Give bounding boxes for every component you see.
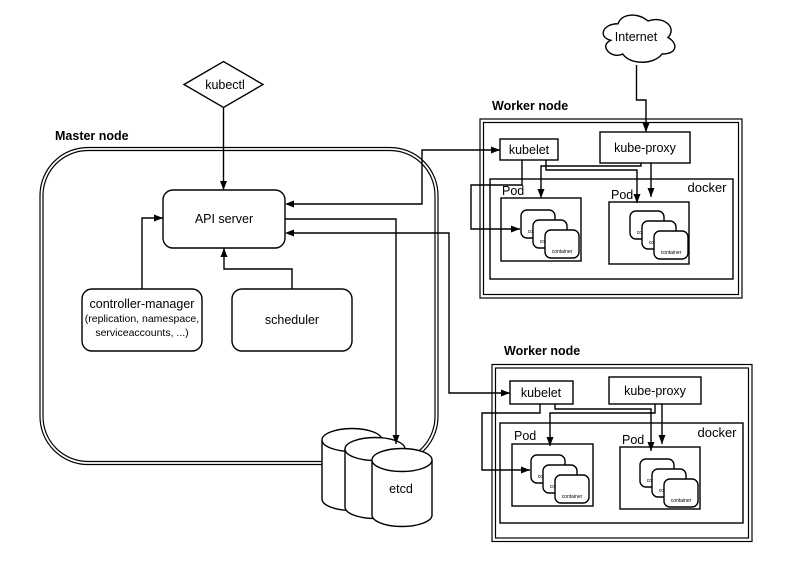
- internet-cloud: [602, 14, 676, 63]
- container-label: container: [552, 249, 573, 255]
- controller-manager-box: [81, 288, 203, 352]
- master-node-title: Master node: [55, 129, 129, 143]
- worker2-pod1-label: Pod: [514, 429, 536, 443]
- worker2-kube-proxy-box: [608, 376, 702, 405]
- edge-apiserver-to-worker2-kubelet: [294, 232, 510, 397]
- worker1-title: Worker node: [492, 99, 568, 113]
- worker2-pod2-label: Pod: [622, 433, 644, 447]
- container-label: container: [661, 250, 682, 256]
- edge-internet-to-kube-proxy: [635, 65, 650, 132]
- worker2-docker-label: docker: [697, 425, 737, 440]
- worker1-pod2-label: Pod: [611, 188, 633, 202]
- edge-worker2-kube-proxy-to-pod1: [546, 404, 656, 446]
- worker2-kubelet-label: kubelet: [521, 386, 562, 400]
- container-box: [653, 230, 689, 260]
- scheduler-label: scheduler: [265, 313, 319, 327]
- worker2-pod1-containers: container container container: [530, 454, 590, 504]
- worker2-node-box: [491, 363, 753, 543]
- edge-worker1-kube-proxy-to-pod1: [537, 163, 642, 198]
- etcd-database: [321, 427, 433, 528]
- kubectl-label: kubectl: [205, 78, 245, 92]
- worker2-kube-proxy-label: kube-proxy: [624, 384, 687, 398]
- etcd-cylinder-front-top: [371, 447, 433, 473]
- worker2-pod2-containers: container container container: [639, 458, 699, 508]
- container-label: container: [671, 498, 692, 504]
- worker1-node-box: [479, 118, 743, 299]
- container-box: [663, 478, 699, 508]
- worker1-kubelet-box: [499, 138, 559, 161]
- worker1-pod1-label: Pod: [502, 184, 524, 198]
- edge-worker2-kubelet-to-containers: [481, 404, 541, 474]
- edge-worker1-kubelet-to-containers: [470, 160, 523, 233]
- arrowhead-into-apiserver-lower: [285, 229, 294, 237]
- worker2-docker-box: [499, 422, 744, 524]
- worker2-kubelet-box: [509, 380, 574, 405]
- edge-worker1-kubelet-to-pod2: [545, 160, 641, 203]
- worker1-outer-border: [479, 118, 743, 299]
- worker1-docker-label: docker: [687, 180, 727, 195]
- edge-apiserver-to-etcd: [285, 218, 400, 444]
- worker2-outer-border: [491, 363, 753, 543]
- container-box: [554, 474, 590, 504]
- controller-manager-sub2: serviceaccounts, ...): [95, 327, 188, 339]
- container-label: container: [562, 494, 583, 500]
- edge-apiserver-to-worker1-kubelet: [294, 146, 500, 205]
- controller-manager-label: controller-manager: [90, 297, 195, 311]
- etcd-label: etcd: [389, 482, 413, 496]
- container-box: [544, 229, 580, 259]
- edge-worker2-kubelet-to-pod2: [554, 404, 655, 451]
- api-server-box: [162, 189, 286, 249]
- worker2-inner-border: [494, 367, 750, 539]
- worker1-kubelet-label: kubelet: [509, 143, 550, 157]
- etcd-cylinder-front: [371, 460, 433, 528]
- scheduler-box: [231, 288, 353, 352]
- worker1-pod2-containers: container container container: [629, 210, 689, 260]
- worker2-title: Worker node: [504, 344, 580, 358]
- master-node-outer-border: [39, 146, 439, 466]
- edge-controller-manager-to-apiserver: [141, 214, 163, 289]
- worker1-pod1-containers: container container container: [520, 209, 580, 259]
- worker1-inner-border: [482, 121, 740, 296]
- api-server-label: API server: [195, 212, 253, 226]
- edge-scheduler-to-apiserver: [220, 248, 293, 289]
- internet-label: Internet: [615, 30, 658, 44]
- worker1-kube-proxy-box: [599, 131, 691, 164]
- worker2-pod2-box: [619, 446, 701, 510]
- master-node-inner-border: [42, 149, 436, 463]
- kubectl-diamond: [182, 60, 265, 109]
- controller-manager-sub1: (replication, namespace,: [85, 313, 199, 325]
- arrowhead-into-apiserver-upper: [285, 200, 294, 208]
- worker1-pod2-box: [608, 201, 690, 265]
- master-node-box: [39, 146, 439, 466]
- worker1-kube-proxy-label: kube-proxy: [614, 141, 677, 155]
